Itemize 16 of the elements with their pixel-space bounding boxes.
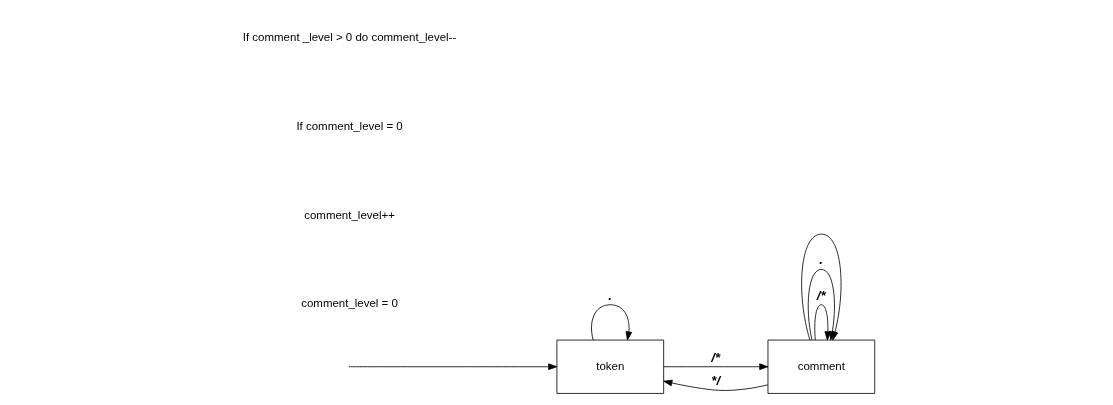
arrow	[663, 379, 769, 391]
arrow	[350, 363, 558, 371]
arrow	[814, 304, 832, 341]
edge-label: .	[608, 287, 612, 303]
label: If comment _level > 0 do comment_level--	[242, 31, 457, 44]
arrow	[591, 304, 633, 341]
label: comment_level++	[304, 208, 395, 221]
edge-label: */	[711, 372, 721, 388]
node-box: comment	[767, 339, 876, 394]
label: comment_level = 0	[301, 297, 398, 310]
edge-label: /*	[711, 349, 721, 365]
edge-label: /*	[816, 287, 826, 303]
edge-label: .	[819, 252, 823, 268]
label: If comment_level = 0	[296, 119, 403, 132]
arrow	[663, 363, 769, 371]
node-box: token	[556, 339, 665, 394]
